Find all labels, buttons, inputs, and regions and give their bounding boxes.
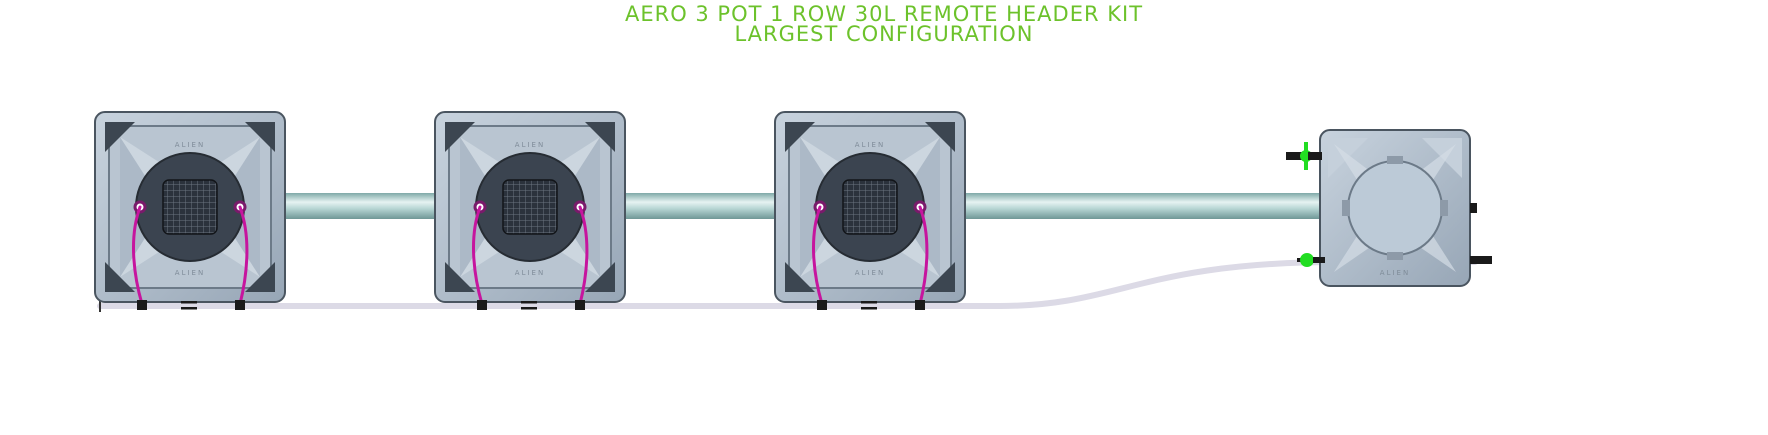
pipe-segment — [965, 193, 1345, 219]
pipe-segment — [285, 193, 440, 219]
pot-3: ALIEN ALIEN — [773, 110, 967, 304]
header-tank-lid — [1347, 160, 1443, 256]
drip-line-icon — [578, 205, 589, 306]
valve-icon — [1300, 253, 1314, 267]
pot-2: ALIEN ALIEN — [433, 110, 627, 304]
pot-label-top: ALIEN — [855, 141, 885, 149]
outlet-stub-lower — [1470, 256, 1492, 264]
feed-line-fittings — [137, 300, 925, 310]
diagram-subtitle: LARGEST CONFIGURATION — [734, 22, 1034, 46]
drip-line-icon — [132, 205, 144, 306]
pot-label-bottom: ALIEN — [855, 269, 885, 277]
pot-1: ALIEN ALIEN — [93, 110, 287, 304]
header-tank: ALIEN — [1319, 129, 1471, 287]
pot-label-top: ALIEN — [175, 141, 205, 149]
drip-line-icon — [238, 205, 249, 306]
outlet-stub-right — [1470, 203, 1477, 213]
header-tank-label: ALIEN — [1380, 269, 1410, 277]
pot-label-bottom: ALIEN — [515, 269, 545, 277]
connector-stub — [1286, 152, 1308, 160]
drip-line-icon — [918, 205, 929, 306]
drip-lines — [132, 205, 929, 306]
pipe-segment — [625, 193, 780, 219]
diagram-title: AERO 3 POT 1 ROW 30L REMOTE HEADER KIT — [624, 2, 1144, 26]
valve-bottom — [1297, 253, 1325, 267]
drip-line-icon — [472, 205, 484, 306]
pot-label-top: ALIEN — [515, 141, 545, 149]
pot-label-bottom: ALIEN — [175, 269, 205, 277]
feed-line — [97, 259, 1478, 309]
drip-line-icon — [812, 205, 824, 306]
valve-top — [1286, 142, 1322, 170]
